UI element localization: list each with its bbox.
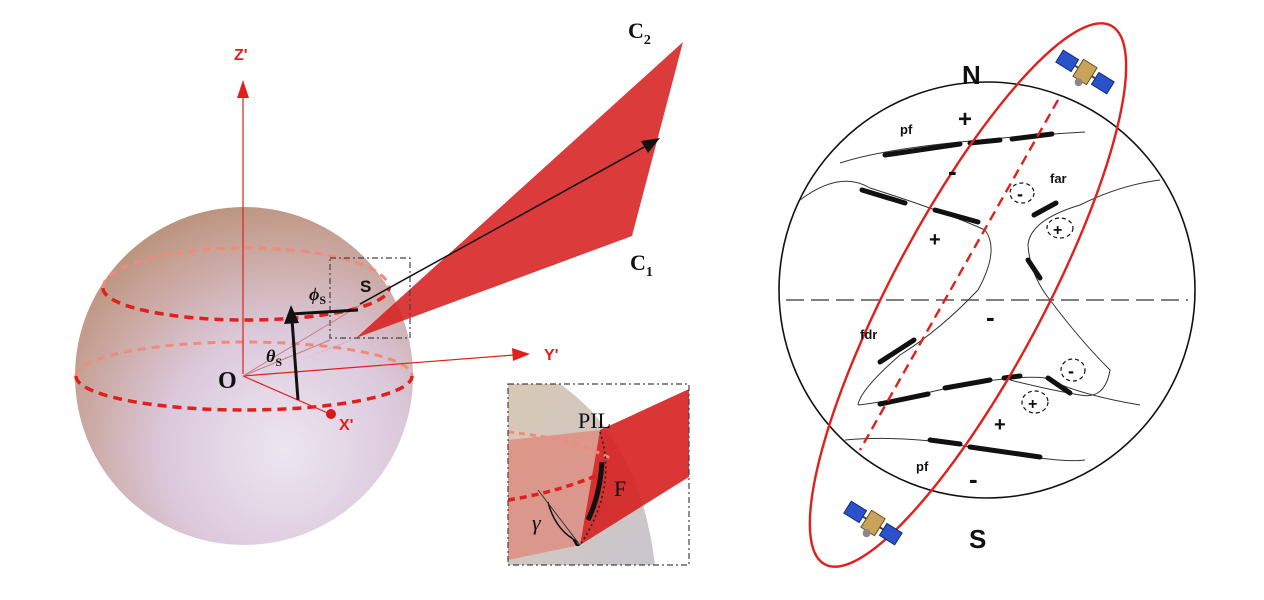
sign-minus-top: - xyxy=(948,156,957,186)
inset-pil-line xyxy=(579,431,607,546)
axis-y-label: Y' xyxy=(544,347,558,364)
theta-label: θ xyxy=(266,346,276,366)
left-panel: Z' Y' X' O S ϕS θS C2 xyxy=(74,18,690,566)
circle-sign-minus-low: - xyxy=(1068,361,1074,381)
svg-text:ϕS: ϕS xyxy=(309,284,326,307)
inset-gamma-label: γ xyxy=(532,510,542,535)
circle-sign-plus-low: + xyxy=(1028,396,1037,413)
south-label: S xyxy=(969,524,986,554)
sign-plus-lower: + xyxy=(994,414,1006,436)
inset-guide-line xyxy=(537,489,581,546)
circle-sign-minus-top: - xyxy=(1017,184,1023,204)
filament-base-shadow xyxy=(300,338,356,360)
axis-z-label: Z' xyxy=(234,47,248,64)
sign-plus-left: + xyxy=(929,229,941,251)
phi-arc-line xyxy=(290,308,359,316)
theta-arc-line xyxy=(290,319,300,401)
inset-filament-shadow xyxy=(508,430,600,560)
sign-plus-top: + xyxy=(958,106,972,133)
sign-minus-bottom: - xyxy=(969,464,978,494)
c2-subscript: 2 xyxy=(644,33,651,48)
orbit-projection-dashed xyxy=(858,99,1060,451)
svg-text:θS: θS xyxy=(266,346,282,369)
c1-subscript: 1 xyxy=(646,265,653,280)
circle-sign-plus-top: + xyxy=(1053,222,1062,239)
inset-panel: PIL F γ xyxy=(507,383,690,566)
c1-label: C xyxy=(630,250,646,275)
latitude-upper-front xyxy=(101,287,391,322)
pil-upper-left xyxy=(799,180,992,406)
svg-text:C2: C2 xyxy=(628,18,651,48)
inset-latitude-back xyxy=(508,430,611,460)
label-fdr: fdr xyxy=(860,327,877,342)
latitude-equator-back xyxy=(74,340,414,377)
inset-border xyxy=(507,383,690,566)
polarity-circle-minus-top xyxy=(1009,182,1035,204)
direction-vector xyxy=(359,145,647,305)
polarity-circle-minus-low xyxy=(1060,358,1086,382)
axis-x-label: X' xyxy=(339,417,353,434)
gamma-arrowhead xyxy=(570,535,580,546)
x-axis-line xyxy=(242,375,331,415)
y-axis-line xyxy=(242,354,515,377)
direction-arrowhead xyxy=(641,138,660,153)
sign-minus-center: - xyxy=(986,302,995,332)
c2-label: C xyxy=(628,18,644,43)
label-pf-top: pf xyxy=(900,122,913,137)
satellite-icon xyxy=(843,500,903,546)
zoom-box xyxy=(329,257,411,339)
phi-subscript: S xyxy=(319,293,326,307)
label-pf-bottom: pf xyxy=(916,459,929,474)
phi-label: ϕ xyxy=(309,284,319,304)
origin-label: O xyxy=(218,368,237,394)
north-label: N xyxy=(962,60,981,90)
filament-sheet xyxy=(356,42,683,338)
inset-pil-label: PIL xyxy=(578,408,611,433)
filament-segments xyxy=(859,131,1073,460)
inset-latitude-front xyxy=(508,468,611,502)
inset-filament-line xyxy=(585,461,605,522)
satellite-orbit xyxy=(808,22,1128,568)
x-axis-dot xyxy=(326,409,336,419)
inset-filament xyxy=(580,389,689,545)
svg-text:C1: C1 xyxy=(630,250,653,280)
polarity-circle-plus-low xyxy=(1021,390,1049,414)
label-far: far xyxy=(1050,171,1067,186)
solar-disk xyxy=(778,81,1196,499)
satellite-icon xyxy=(1055,49,1115,95)
right-panel: N S pf pf far fdr + - + - + - - + - + xyxy=(778,22,1196,568)
inset-f-label: F xyxy=(614,476,626,501)
theta-subscript: S xyxy=(275,355,282,369)
latitude-upper-back xyxy=(101,246,391,289)
projection-line-2 xyxy=(242,339,331,377)
point-s-label: S xyxy=(360,277,371,296)
z-axis-arrowhead xyxy=(237,80,249,98)
y-axis-arrowhead xyxy=(512,348,530,361)
polarity-circle-plus-top xyxy=(1046,217,1074,239)
